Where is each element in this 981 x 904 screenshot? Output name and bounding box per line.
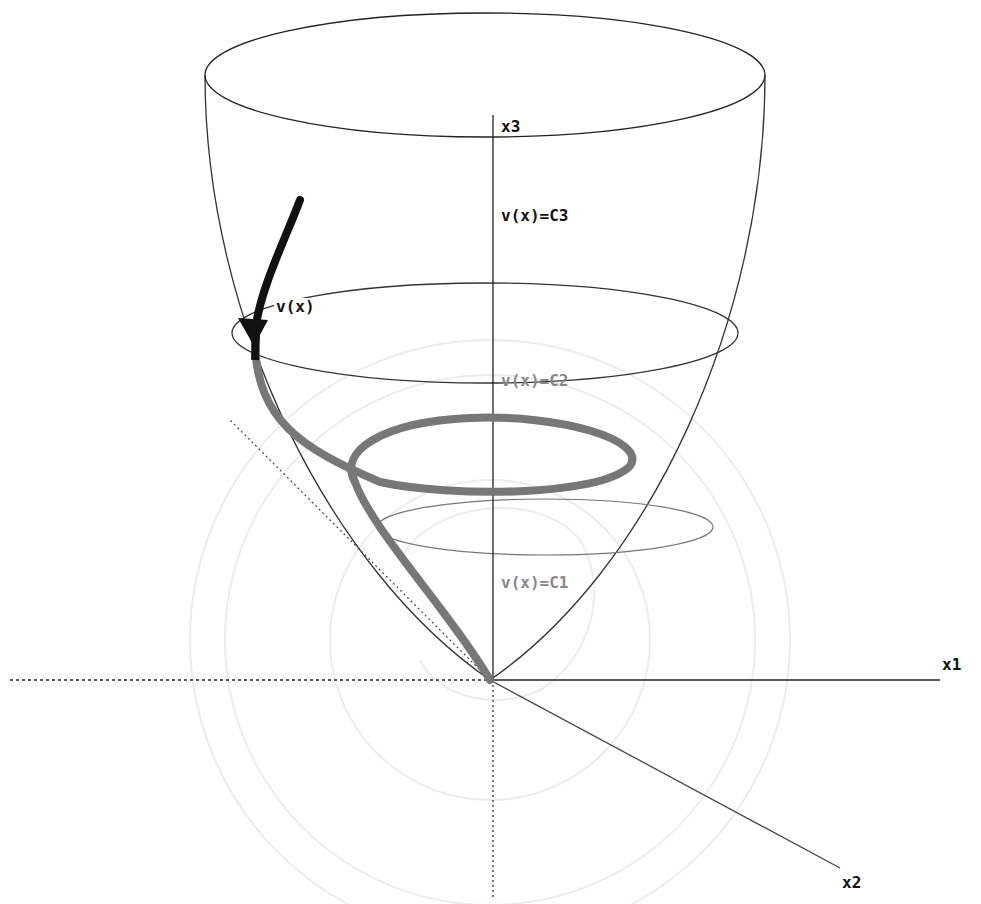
axis-label: x1 [940, 656, 963, 674]
axis-label: x2 [840, 874, 863, 892]
x1-axis [490, 679, 940, 680]
x2-axis [490, 680, 840, 868]
trajectory-joint [255, 335, 256, 360]
x1-axis-dotted [10, 679, 490, 680]
x3-axis-dotted [492, 680, 493, 900]
level-label: v(x)=C2 [499, 372, 570, 390]
watermark-seal [190, 340, 790, 904]
level-label: v(x)=C3 [499, 207, 570, 225]
bowl-outline [205, 75, 765, 680]
function-label: v(x) [274, 298, 317, 316]
level-curve-c2 [232, 283, 738, 383]
x3-axis [492, 115, 493, 680]
axis-label: x3 [499, 118, 522, 136]
level-label: v(x)=C1 [499, 574, 570, 592]
level-curve-c1 [377, 499, 713, 555]
level-curve-c3 [205, 13, 765, 137]
trajectory [255, 345, 632, 680]
x2-axis-dotted [230, 420, 490, 680]
